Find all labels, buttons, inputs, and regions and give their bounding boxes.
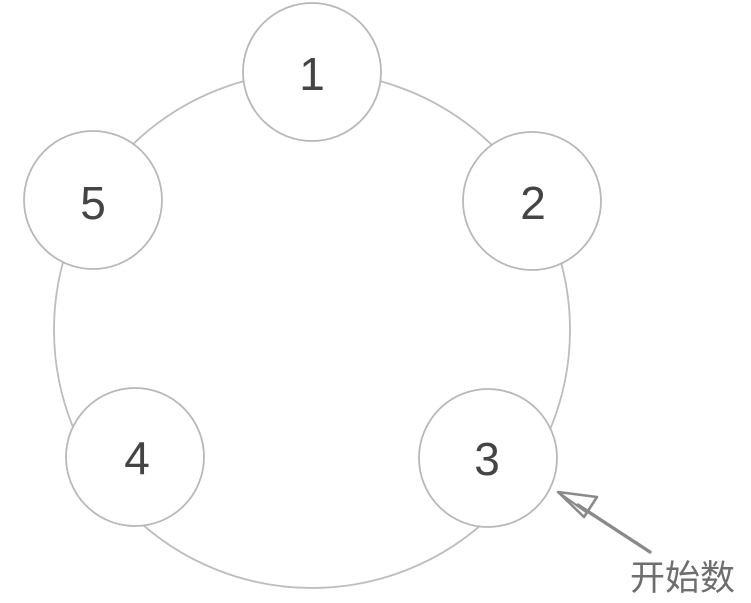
node-circle-5[interactable]: [23, 130, 163, 270]
arrow-head-spine: [556, 490, 588, 514]
node-circle-1[interactable]: [242, 2, 382, 142]
node-group-2[interactable]: 2: [462, 131, 602, 271]
node-label-5: 5: [80, 177, 106, 229]
node-label-2: 2: [520, 177, 546, 229]
node-label-1: 1: [299, 48, 325, 100]
node-group-1[interactable]: 1: [242, 2, 382, 142]
annotation-arrow: [556, 490, 652, 554]
arrow-shaft: [576, 503, 652, 554]
node-label-3: 3: [474, 433, 500, 485]
node-group-4[interactable]: 4: [65, 387, 205, 527]
node-circle-2[interactable]: [462, 131, 602, 271]
node-circle-4[interactable]: [65, 387, 205, 527]
arrow-head-icon: [556, 490, 599, 519]
node-group-5[interactable]: 5: [23, 130, 163, 270]
node-group-3[interactable]: 3: [418, 388, 558, 528]
node-circle-3[interactable]: [418, 388, 558, 528]
node-label-4: 4: [124, 432, 150, 484]
annotation-label: 开始数: [630, 559, 735, 599]
